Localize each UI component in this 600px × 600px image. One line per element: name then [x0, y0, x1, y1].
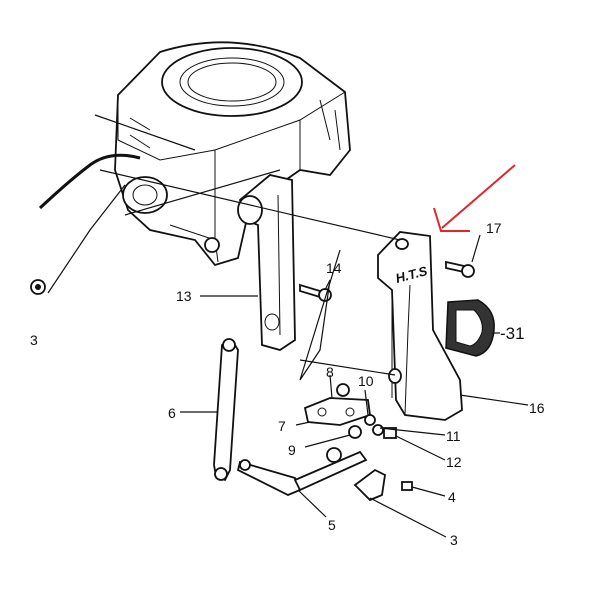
callout-3-bracket: 3: [450, 532, 458, 548]
callout-8: 8: [326, 364, 334, 380]
hts-bracket-part-16: H.T.S: [377, 231, 463, 421]
callout-12: 12: [446, 454, 462, 470]
small-parts: [348, 414, 413, 502]
callout-6: 6: [168, 405, 176, 421]
rod-part-6: [213, 338, 239, 482]
lever-part-5: [236, 447, 368, 496]
leader-lines: [47, 114, 529, 538]
callout-11: 11: [446, 428, 461, 444]
red-arrow-annotation: [433, 164, 516, 232]
callout-4: 4: [448, 489, 456, 505]
callout-labels: 3 13 14 17 -31 6 8 10 7 11 9 12 16 5 4 3: [30, 220, 545, 548]
link-part-7: [303, 383, 371, 426]
washer-part-3: [30, 279, 46, 295]
callout-31: -31: [500, 324, 525, 343]
callout-10: 10: [358, 373, 374, 389]
callout-14: 14: [326, 260, 342, 276]
callout-7: 7: [278, 418, 286, 434]
callout-9: 9: [288, 442, 296, 458]
cable: [38, 153, 141, 210]
callout-16: 16: [529, 400, 545, 416]
bracket-part-13: [237, 174, 296, 351]
cylinder-block: [114, 41, 351, 267]
callout-5: 5: [328, 517, 336, 533]
callout-13: 13: [176, 288, 192, 304]
callout-3-washer: 3: [30, 332, 38, 348]
plate-part-31: [445, 299, 495, 357]
callout-17: 17: [486, 220, 502, 236]
bolt-part-17: [445, 260, 475, 278]
